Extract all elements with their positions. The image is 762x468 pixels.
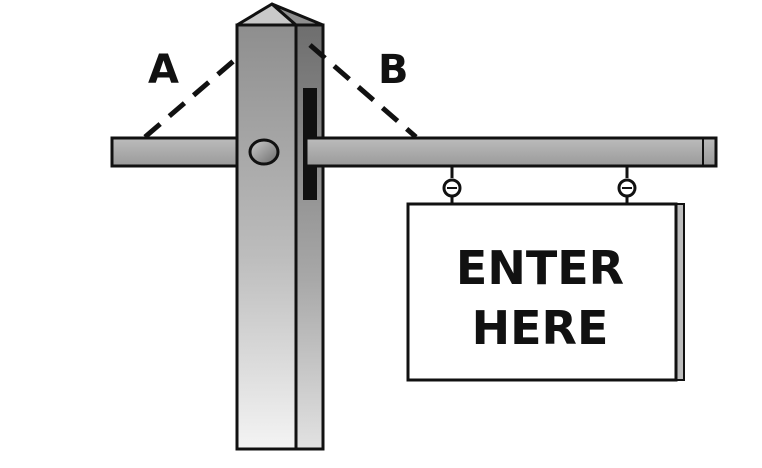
sign-text-line1: ENTER bbox=[456, 241, 624, 295]
sign-text-line2: HERE bbox=[472, 301, 609, 355]
hook-left bbox=[442, 166, 462, 204]
post-cap-side bbox=[270, 2, 325, 27]
crossarm-left bbox=[110, 136, 244, 168]
hook-right bbox=[617, 166, 637, 204]
crossarm-right bbox=[304, 136, 718, 168]
label-b: B bbox=[378, 47, 409, 93]
label-a: A bbox=[148, 47, 179, 93]
brace-a bbox=[143, 56, 239, 139]
bolt bbox=[248, 138, 280, 166]
post-front-face bbox=[235, 23, 298, 451]
sign-board-face bbox=[406, 202, 678, 382]
brace-b bbox=[308, 43, 418, 139]
sign-board: ENTER HERE bbox=[406, 202, 685, 382]
post bbox=[235, 2, 325, 451]
